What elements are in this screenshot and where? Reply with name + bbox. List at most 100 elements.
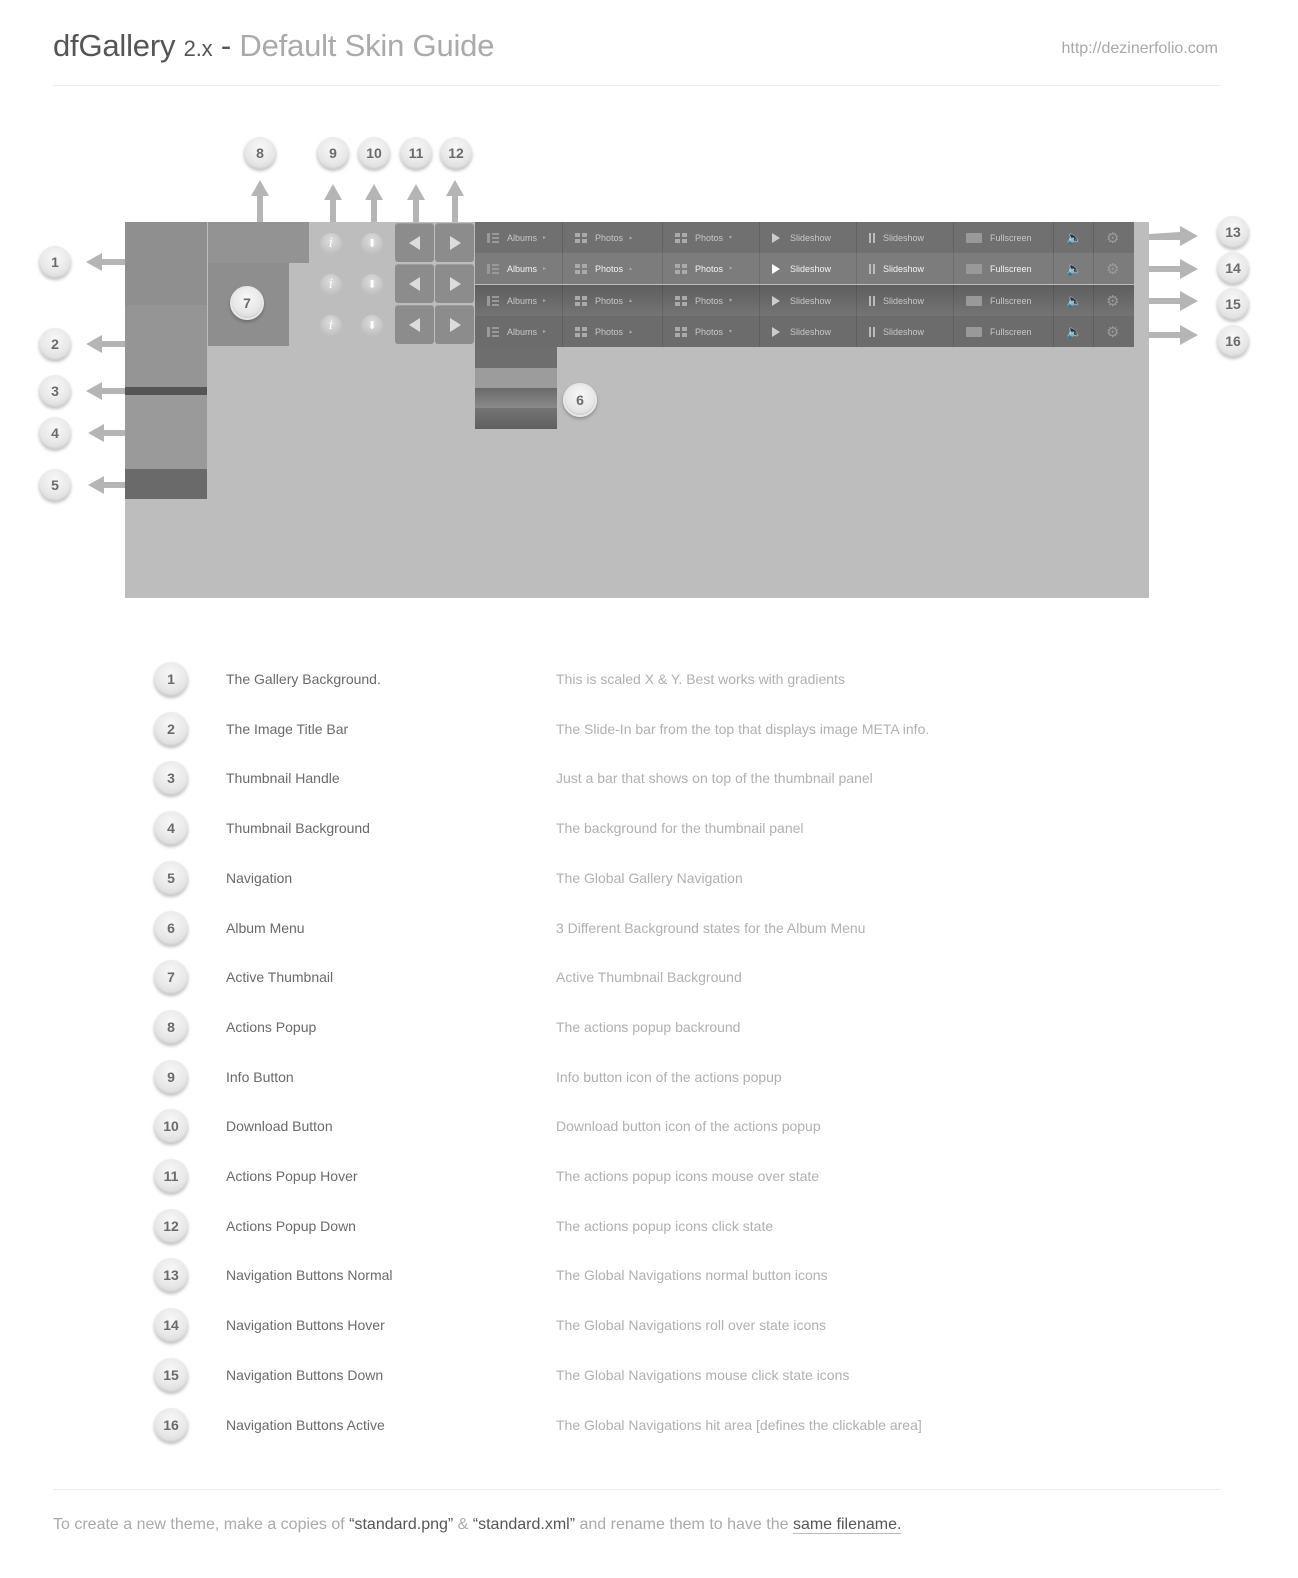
arrow-9 xyxy=(324,184,342,222)
nav-button-label: Fullscreen xyxy=(990,232,1032,243)
nav-button-label: Slideshow xyxy=(790,232,832,243)
callout-badge: 7 xyxy=(230,286,264,320)
album-menu-state-active xyxy=(475,408,557,429)
grid-icon xyxy=(575,326,587,337)
nav-button-photos-down: Photos ▾ xyxy=(663,316,760,347)
fs-icon xyxy=(966,326,982,337)
nav-button-label: Photos xyxy=(595,263,624,274)
legend-item-description: The actions popup backround xyxy=(556,1018,741,1035)
nav-button-slideshow-pause: Slideshow xyxy=(857,316,954,347)
pause-icon xyxy=(869,326,875,337)
caret-icon: ▾ xyxy=(729,266,733,272)
nav-button-photos-up: Photos▴ xyxy=(563,316,663,347)
legend-number-badge: 11 xyxy=(154,1159,188,1193)
nav-button-label: Fullscreen xyxy=(990,295,1032,306)
nav-button-label: Slideshow xyxy=(790,263,832,274)
callout-badge: 4 xyxy=(39,417,71,449)
nav-button-fullscreen: Fullscreen xyxy=(954,316,1054,347)
list-icon xyxy=(487,326,499,337)
caret-icon: ▸ xyxy=(543,235,547,241)
arrow-right-icon xyxy=(450,318,461,332)
callout-badge: 10 xyxy=(358,137,390,169)
nav-button-slideshow-play: Slideshow xyxy=(760,253,857,284)
arrow-right-icon xyxy=(450,236,461,250)
legend-item-description: Download button icon of the actions popu… xyxy=(556,1118,821,1135)
footer-note: To create a new theme, make a copies of … xyxy=(53,1516,901,1534)
footer-divider xyxy=(53,1489,1220,1490)
legend-number-badge: 1 xyxy=(154,662,188,696)
arrow-1 xyxy=(86,253,125,271)
caret-icon: ▸ xyxy=(543,329,547,335)
callout-badge: 2 xyxy=(39,328,71,360)
album-menu-state-normal xyxy=(475,347,557,368)
album-menu-state-down xyxy=(475,388,557,408)
caret-icon: ▸ xyxy=(543,298,547,304)
caret-icon: ▾ xyxy=(729,329,733,335)
legend-item-name: Info Button xyxy=(226,1068,294,1085)
fs-icon xyxy=(966,295,982,306)
version-label: 2.x xyxy=(183,36,213,61)
gear-icon: ⚙ xyxy=(1106,292,1120,310)
legend-item-name: The Image Title Bar xyxy=(226,720,349,737)
same-filename-link[interactable]: same filename. xyxy=(792,1516,902,1533)
legend-item-description: The Global Gallery Navigation xyxy=(556,869,743,886)
callout-badge: 5 xyxy=(39,469,71,501)
callout-badge: 3 xyxy=(39,375,71,407)
callout-badge: 15 xyxy=(1217,288,1249,320)
arrow-5 xyxy=(88,476,125,494)
nav-button-label: Albums xyxy=(507,295,538,306)
nav-button-photos-down: Photos▾ xyxy=(663,222,760,253)
legend-item-description: Just a bar that shows on top of the thum… xyxy=(556,770,873,787)
arrow-15 xyxy=(1149,291,1198,311)
arrow-8 xyxy=(251,180,269,222)
grid-icon xyxy=(575,263,587,274)
caret-icon: ▾ xyxy=(729,298,733,304)
arrow-4 xyxy=(88,424,125,442)
play-icon xyxy=(772,295,780,306)
arrow-2 xyxy=(86,335,125,353)
callout-badge: 8 xyxy=(244,137,276,169)
nav-button-label: Albums xyxy=(507,326,538,337)
legend-item-name: Thumbnail Background xyxy=(226,820,370,837)
list-icon xyxy=(487,263,499,274)
arrow-13 xyxy=(1149,226,1198,246)
arrow-14 xyxy=(1149,259,1198,279)
legend-item-name: Active Thumbnail xyxy=(226,969,334,986)
legend-item-name: Navigation Buttons Hover xyxy=(226,1317,385,1334)
callout-badge: 13 xyxy=(1217,216,1249,248)
nav-button-slideshow-pause: Slideshow xyxy=(857,253,954,284)
info-icon: i xyxy=(320,315,342,337)
caret-icon: ▴ xyxy=(629,266,633,272)
legend-item-description: The Global Navigations mouse click state… xyxy=(556,1366,850,1383)
pause-icon xyxy=(869,263,875,274)
pause-icon xyxy=(869,232,875,243)
footer-prefix: To create a new theme, make a copies of xyxy=(53,1516,350,1533)
nav-button-albums: Albums▸ xyxy=(475,222,563,253)
nav-button-label: Fullscreen xyxy=(990,263,1032,274)
legend-number-badge: 3 xyxy=(154,761,188,796)
legend-item-description: 3 Different Background states for the Al… xyxy=(556,919,866,936)
gear-icon: ⚙ xyxy=(1106,323,1120,341)
nav-button-label: Slideshow xyxy=(790,326,832,337)
fs-icon xyxy=(966,232,982,243)
download-icon: ⬇ xyxy=(361,274,383,296)
nav-button-label: Fullscreen xyxy=(990,326,1032,337)
legend-item-description: The actions popup icons mouse over state xyxy=(556,1168,820,1184)
legend-number-badge: 4 xyxy=(154,811,188,846)
legend-number-badge: 8 xyxy=(154,1009,188,1044)
nav-button-albums: Albums ▸ xyxy=(475,285,563,316)
nav-button-albums: Albums▸ xyxy=(475,253,563,284)
grid-icon xyxy=(675,263,687,274)
grid-icon xyxy=(675,295,687,306)
nav-button-albums: Albums ▸ xyxy=(475,316,563,347)
actions-popup-swatch xyxy=(208,222,309,263)
legend-number-badge: 5 xyxy=(154,860,188,895)
nav-button-label: Photos xyxy=(695,232,724,243)
callout-badge: 14 xyxy=(1217,252,1249,284)
callout-badge: 6 xyxy=(563,383,597,417)
nav-button-label: Photos xyxy=(695,326,724,337)
caret-icon: ▴ xyxy=(629,235,633,241)
grid-icon xyxy=(675,232,687,243)
site-url-link[interactable]: http://dezinerfolio.com xyxy=(1061,40,1218,57)
file-png: “standard.png” xyxy=(349,1516,454,1533)
